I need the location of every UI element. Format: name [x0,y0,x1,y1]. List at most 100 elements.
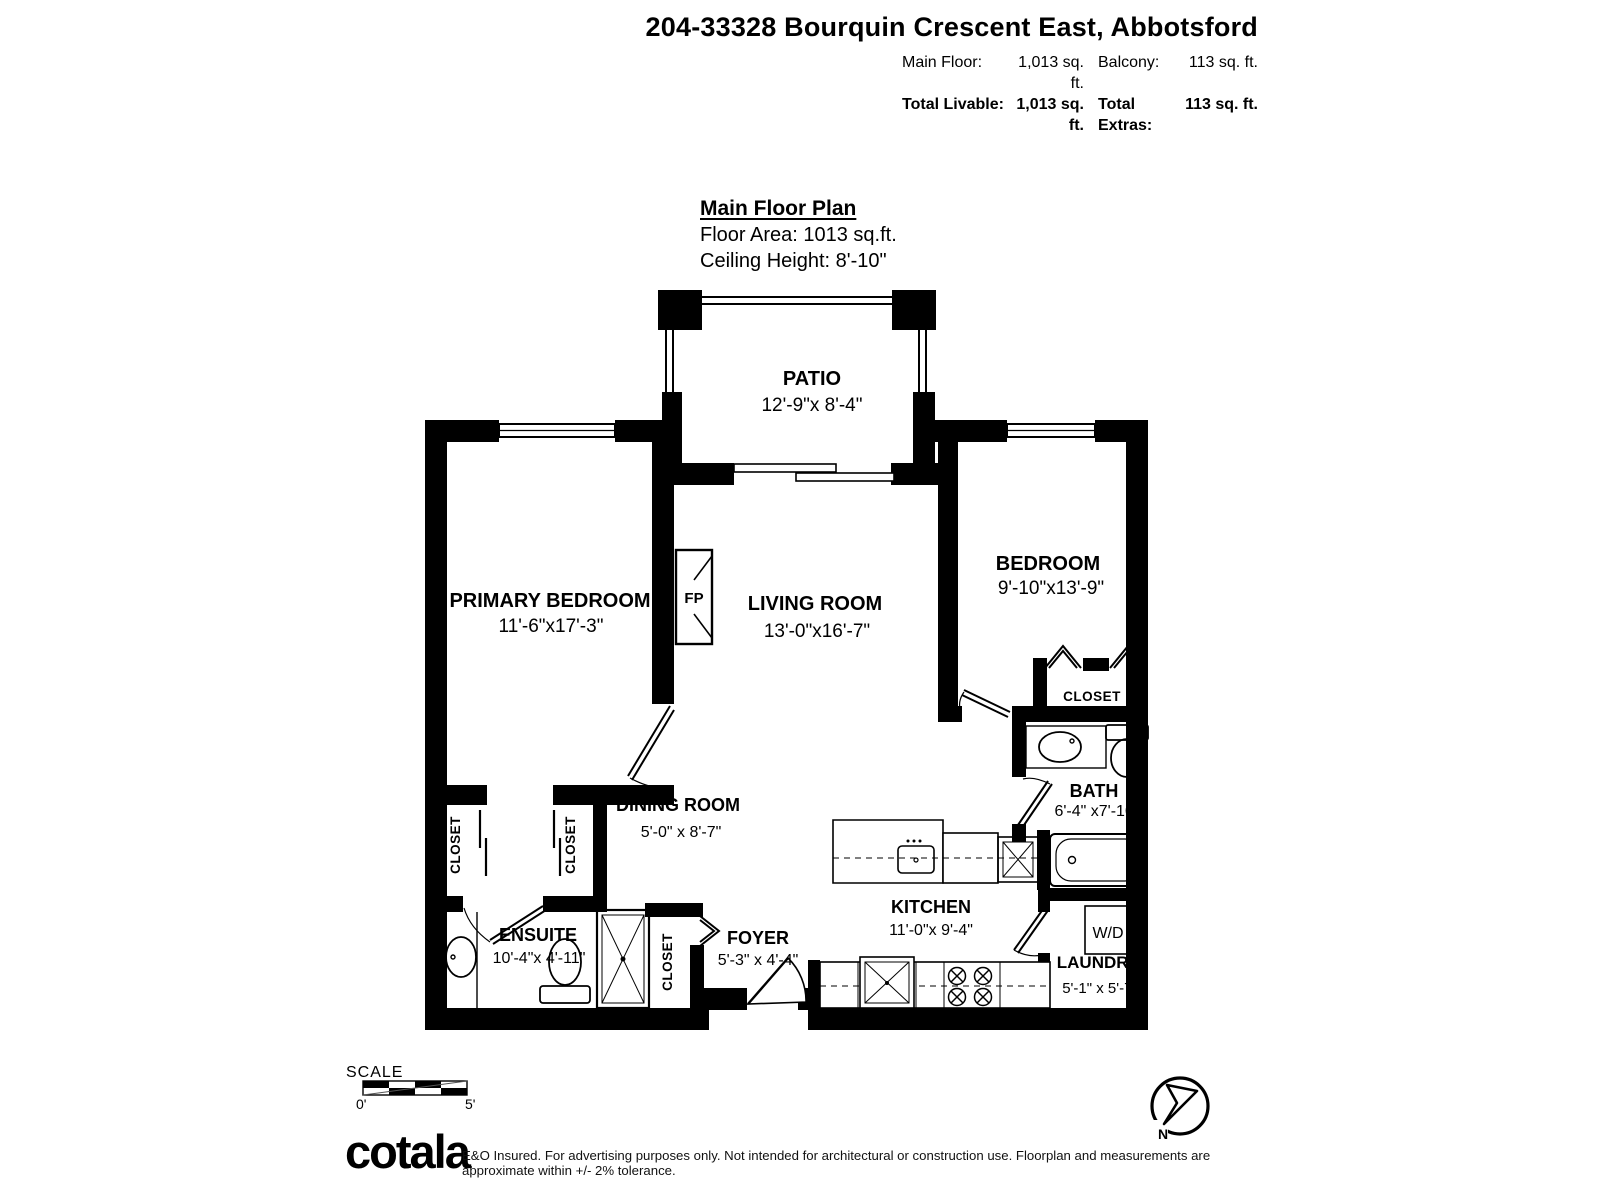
balcony-label: Balcony: [1098,54,1160,71]
scale-start: 0' [356,1096,366,1112]
ensuite-label: ENSUITE [499,925,577,945]
door-primary-bedroom [627,705,675,789]
main-floor-label: Main Floor: [902,54,983,71]
logo-text: cotala [345,1125,471,1178]
ensuite-fixtures [445,908,651,1010]
foyer-closet-label: CLOSET [660,933,675,991]
wall-foyer-closet-top [645,903,703,917]
washer-dryer-box [1084,905,1132,955]
living-room-dims: 13'-0"x16'-7" [764,621,870,642]
windows [498,423,1096,438]
closet-sliding-doors [478,810,562,876]
fridge [997,836,1039,883]
fixtures [445,724,1149,1010]
ensuite-toilet-tank [539,985,591,1004]
disclaimer-text: E&O Insured. For advertising purposes on… [462,1148,1211,1178]
total-extras-label: Total Extras: [1098,96,1153,134]
scale-label: SCALE [346,1064,403,1081]
bath-dims: 6'-4" x7'-10" [1054,803,1139,820]
wall-foyer-kitchen-post [808,960,820,1008]
main-floor-value: 1,013 sq. ft. [1018,54,1084,92]
north-label: N [1158,1126,1168,1142]
wall-bottom-right [818,1008,1148,1030]
dining-room-dims: 5'-0" x 8'-7" [641,824,722,841]
kitchen-dims: 11'-0"x 9'-4" [889,922,973,939]
wall-laundry-left-1 [1038,888,1050,912]
cotala-logo: cotala. [345,1128,473,1185]
plan-title: Main Floor Plan [700,197,857,220]
floor-area-text: Floor Area: 1013 sq.ft. [700,224,897,246]
bath-sink [1038,731,1082,763]
total-extras-value: 113 sq. ft. [1185,96,1258,113]
stats-row-2: Total Livable: 1,013 sq. ft. Total Extra… [902,94,1258,136]
wall-lr-br [938,442,958,710]
scale-end: 5' [465,1096,475,1112]
wall-top-br-1 [935,420,1007,442]
wall-dining-left [593,785,607,910]
total-livable-value: 1,013 sq. ft. [1016,96,1084,134]
patio-post-right [892,290,936,330]
ceiling-height-text: Ceiling Height: 8'-10" [700,250,887,272]
foyer-label: FOYER [727,928,789,948]
wall-br-bottom-2 [1012,706,1148,722]
wall-foyer-closet-right [690,945,704,1008]
bath-toilet-bowl [1110,738,1144,778]
door-bedroom [958,689,1011,718]
closet-left-label: CLOSET [448,816,463,874]
patio-post-left [658,290,702,330]
ensuite-sink [445,936,477,978]
dining-room-label: DINING ROOM [616,795,740,815]
door-ensuite [463,905,547,945]
sliding-door [733,463,895,482]
patio-railing [665,296,927,392]
kitchen-counter-bottom [819,961,1051,1009]
patio-wall-right [913,392,935,470]
wall-kitchen-bath [1037,830,1050,890]
patio-dims: 12'-9"x 8'-4" [761,395,862,416]
door-entry [746,956,807,1005]
kitchen-label: KITCHEN [891,897,971,917]
kitchen-fixtures [819,819,1051,1009]
ensuite-toilet-bowl [548,938,582,986]
wall-closet-top-left [425,785,487,805]
wall-lr-top-left [674,463,734,485]
foyer-dims: 5'-3" x 4'-4" [718,952,799,969]
wall-br-closet-stub [1083,658,1109,671]
bedroom-closet-label: CLOSET [1063,689,1121,704]
wall-top-pb-1 [425,420,499,442]
bedroom-label: BEDROOM [996,553,1100,575]
fireplace-label: FP [684,590,703,607]
wall-laundry-top [1050,888,1148,901]
ensuite-shower [595,908,651,1010]
wall-bath-left-1 [1012,722,1026,777]
bath-toilet-tank [1105,724,1149,741]
wall-ensuite-top-right [543,896,607,912]
island-sink [897,845,935,874]
wall-br-closet-post [1033,658,1047,708]
bath-counter [1025,725,1107,769]
doors [463,644,1147,1005]
door-bath [1017,777,1053,829]
wall-left [425,420,447,1030]
closet-right-label: CLOSET [563,816,578,874]
laundry-dims: 5'-1" x 5'-7" [1062,980,1138,997]
bedroom-closet-bifold [1044,644,1147,669]
bath-fixtures [1025,724,1149,887]
room-labels: PATIO 12'-9"x 8'-4" PRIMARY BEDROOM 11'-… [448,368,1140,997]
ensuite-dims: 10'-4"x 4'-11" [493,950,586,967]
fireplace: FP [674,548,714,646]
bedroom-dims: 9'-10"x13'-9" [998,578,1104,599]
scale-bar: SCALE 0' 5' [346,1064,475,1112]
laundry-label: LAUNDRY [1057,953,1140,972]
primary-bedroom-label: PRIMARY BEDROOM [449,590,650,612]
wall-pb-lr [652,442,674,704]
bathtub [1049,833,1147,887]
plan-title-block: Main Floor Plan Floor Area: 1013 sq.ft. … [700,196,897,274]
primary-bedroom-dims: 11'-6"x17'-3" [499,616,604,637]
stove [947,966,993,1007]
balcony-value: 113 sq. ft. [1188,54,1258,71]
walls [425,290,1148,1030]
wall-ensuite-top-left [425,896,463,912]
foyer-closet-bifold [699,915,721,947]
